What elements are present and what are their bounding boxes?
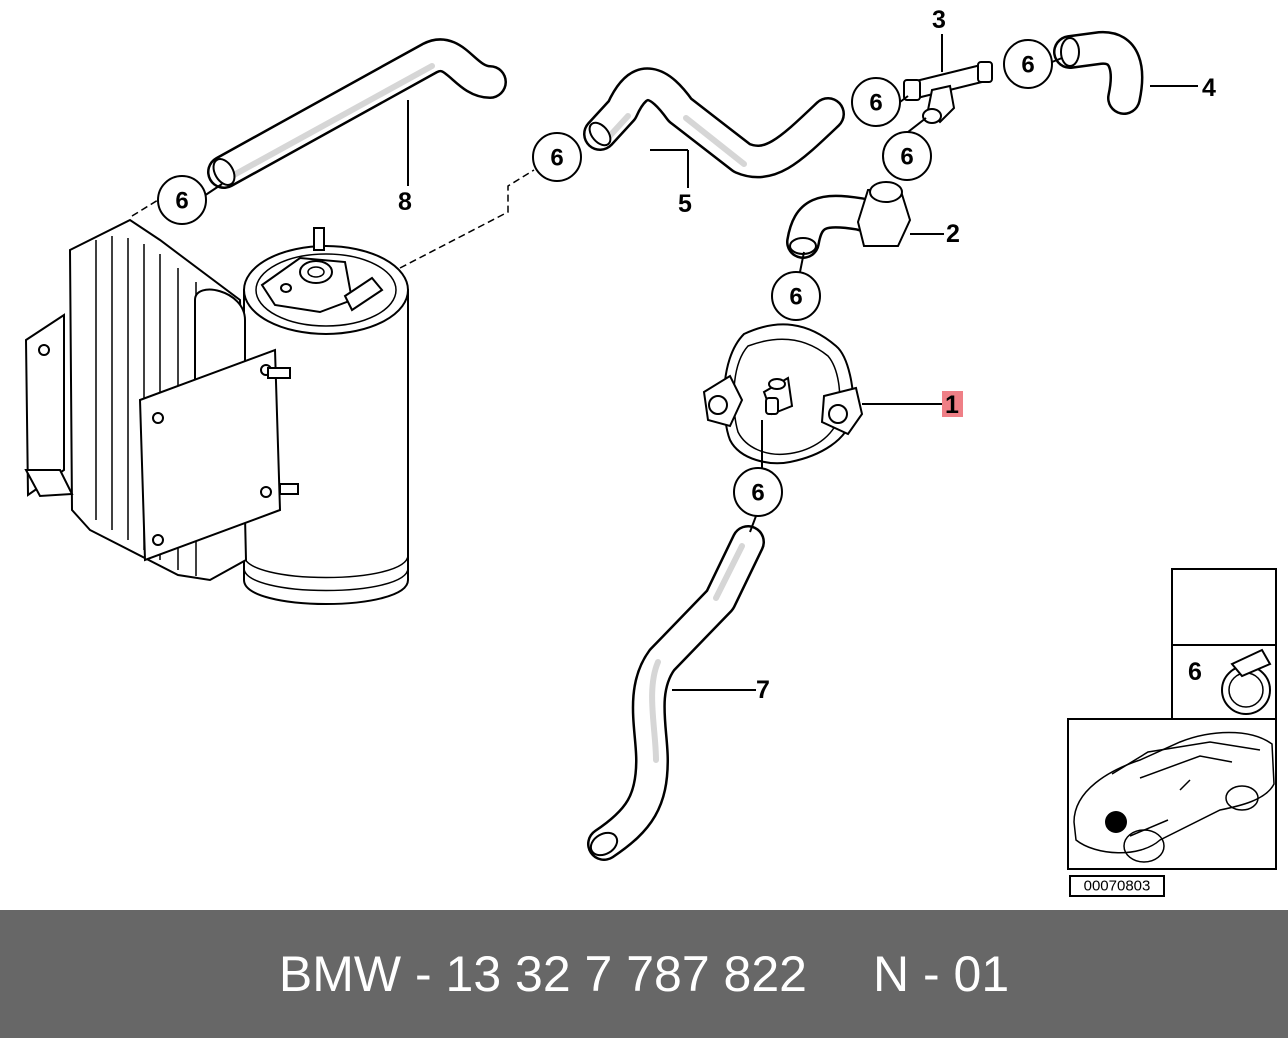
callout-c7: 6	[733, 467, 783, 517]
label-part-2: 2	[946, 220, 960, 248]
car-locator-icon	[1073, 731, 1275, 863]
hose-5	[583, 67, 845, 179]
connector-3	[903, 61, 993, 124]
hose-7	[587, 525, 765, 861]
callout-text: 6	[175, 188, 188, 215]
hose-2	[786, 181, 912, 259]
location-dot	[1105, 811, 1127, 833]
label-part-8: 8	[398, 188, 412, 216]
footer-suffix: N - 01	[872, 946, 1010, 1002]
callout-c6: 6	[771, 271, 821, 321]
legend-panel: 6 00070803	[1067, 568, 1277, 897]
callout-text: 6	[869, 90, 882, 117]
footer-brand: BMW	[278, 946, 402, 1002]
diagram-canvas: 6 6 6 6 6 6 6 8 5 3 4 2 1 7 6	[24, 6, 1277, 897]
leader-lines	[131, 34, 1198, 691]
callout-c5: 6	[882, 131, 932, 181]
callout-text: 6	[1021, 52, 1034, 79]
footer-part-number: 13 32 7 787 822	[445, 946, 807, 1002]
legend-clamp-number: 6	[1188, 658, 1202, 686]
hose-8	[207, 38, 507, 189]
callout-text: 6	[789, 284, 802, 311]
label-part-4: 4	[1202, 74, 1216, 102]
footer-bar: BMW - 13 32 7 787 822 N - 01	[0, 910, 1288, 1038]
label-part-1: 1	[945, 391, 959, 419]
valve-1	[702, 323, 864, 465]
callout-c1: 6	[157, 175, 207, 225]
callout-c3: 6	[851, 77, 901, 127]
label-part-7: 7	[756, 676, 770, 704]
callout-text: 6	[550, 145, 563, 172]
label-part-3: 3	[932, 6, 946, 34]
part-1-highlight	[942, 391, 963, 417]
parts-diagram: 6 6 6 6 6 6 6 8 5 3 4 2 1 7 6	[24, 6, 1277, 897]
callout-c4: 6	[1003, 39, 1053, 89]
callout-text: 6	[900, 144, 913, 171]
hose-4	[1053, 31, 1144, 115]
label-part-5: 5	[678, 190, 692, 218]
reference-code: 00070803	[1084, 878, 1151, 895]
footer-separator: -	[414, 946, 432, 1002]
callout-c2: 6	[532, 132, 582, 182]
callout-text: 6	[751, 480, 764, 507]
clamp-icon	[1221, 648, 1272, 715]
canister-assembly	[24, 218, 409, 605]
